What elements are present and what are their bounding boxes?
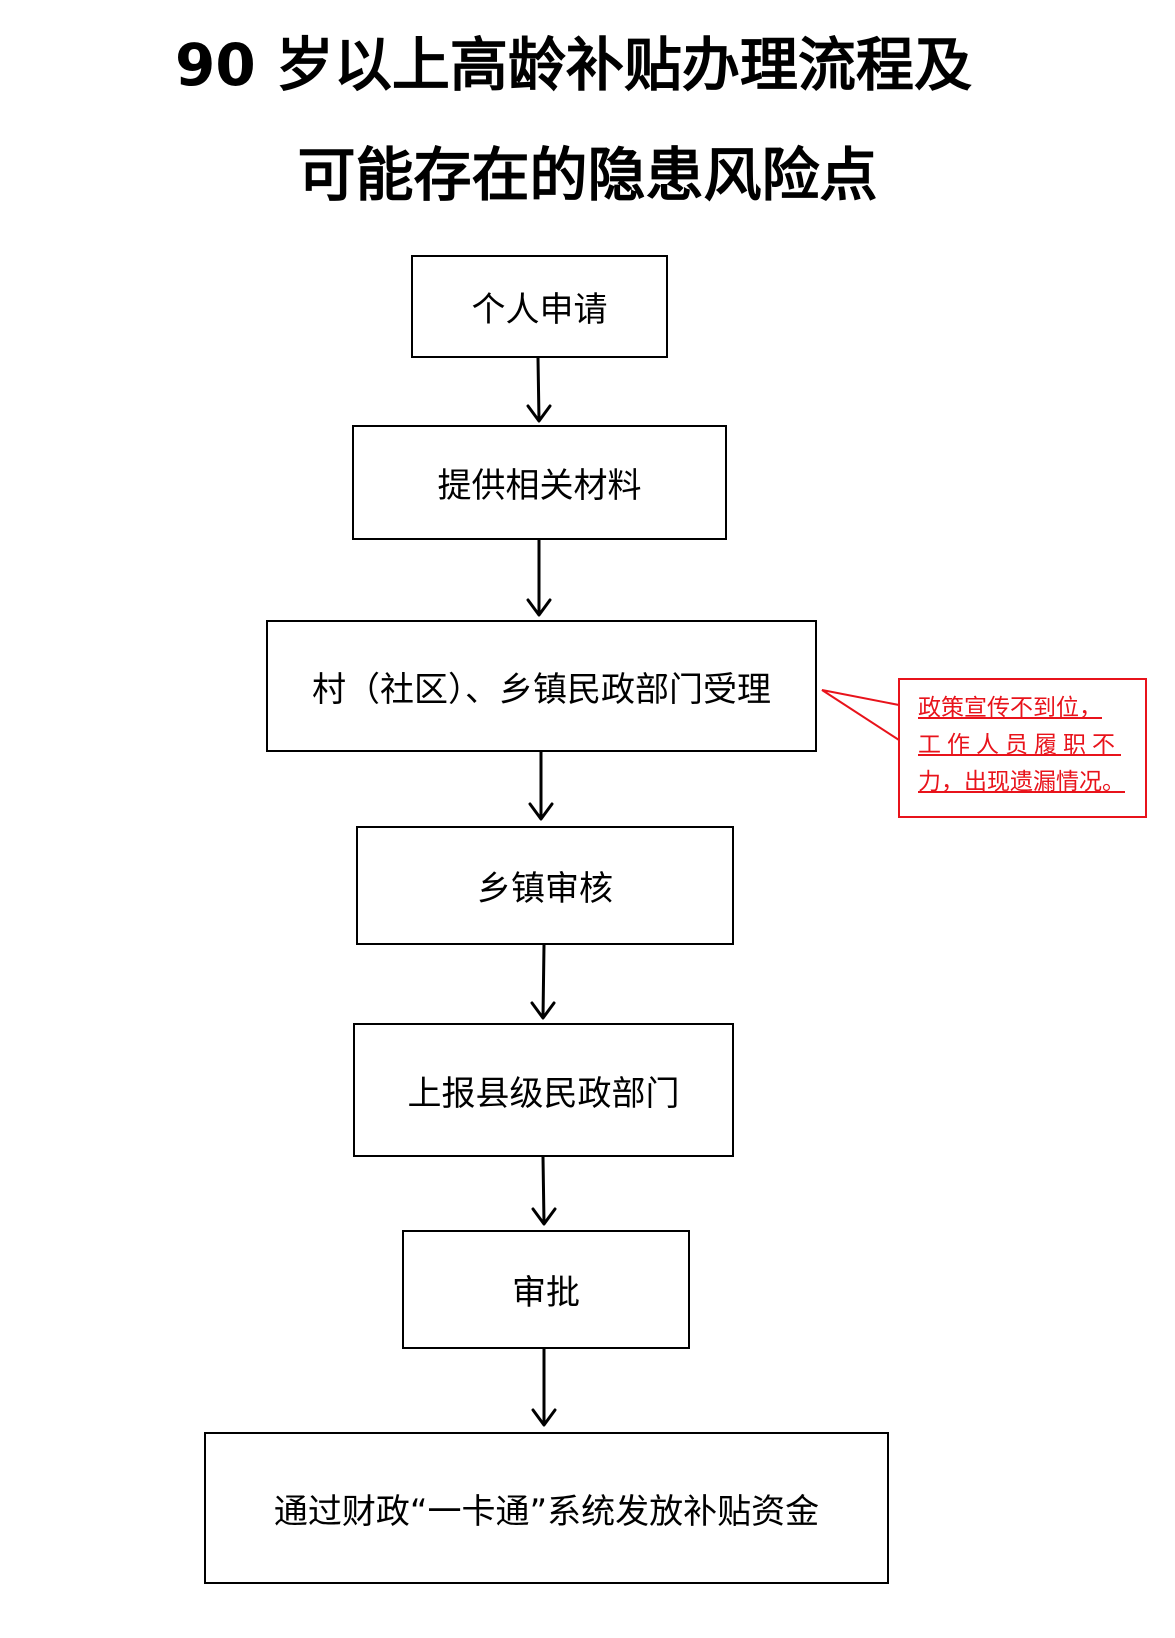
- step-personal-application: 个人申请: [411, 255, 668, 358]
- flow-arrow-5: [531, 1155, 557, 1226]
- step-report-county: 上报县级民政部门: [353, 1023, 734, 1157]
- flow-arrow-4: [530, 943, 556, 1020]
- risk-note-line-2: 工作人员履职不: [918, 732, 1121, 758]
- risk-callout-pointer: [821, 689, 900, 742]
- page-title-line-1: 90 岁以上高龄补贴办理流程及: [175, 31, 972, 99]
- flow-arrow-3: [528, 750, 554, 821]
- flow-arrow-6: [531, 1347, 557, 1427]
- step-disburse-subsidy: 通过财政“一卡通”系统发放补贴资金: [204, 1432, 889, 1584]
- flow-arrow-2: [526, 538, 552, 617]
- flow-arrow-1: [526, 356, 552, 423]
- page-title-line-2: 可能存在的隐患风险点: [297, 141, 878, 209]
- step-township-review: 乡镇审核: [356, 826, 734, 945]
- step-village-accept: 村（社区）、乡镇民政部门受理: [266, 620, 817, 752]
- risk-note-box: 政策宣传不到位， 工作人员履职不 力，出现遗漏情况。: [898, 678, 1147, 818]
- step-approval: 审批: [402, 1230, 690, 1349]
- risk-note-line-3: 力，出现遗漏情况。: [918, 769, 1125, 795]
- step-provide-materials: 提供相关材料: [352, 425, 727, 540]
- risk-note-line-1: 政策宣传不到位，: [918, 695, 1102, 721]
